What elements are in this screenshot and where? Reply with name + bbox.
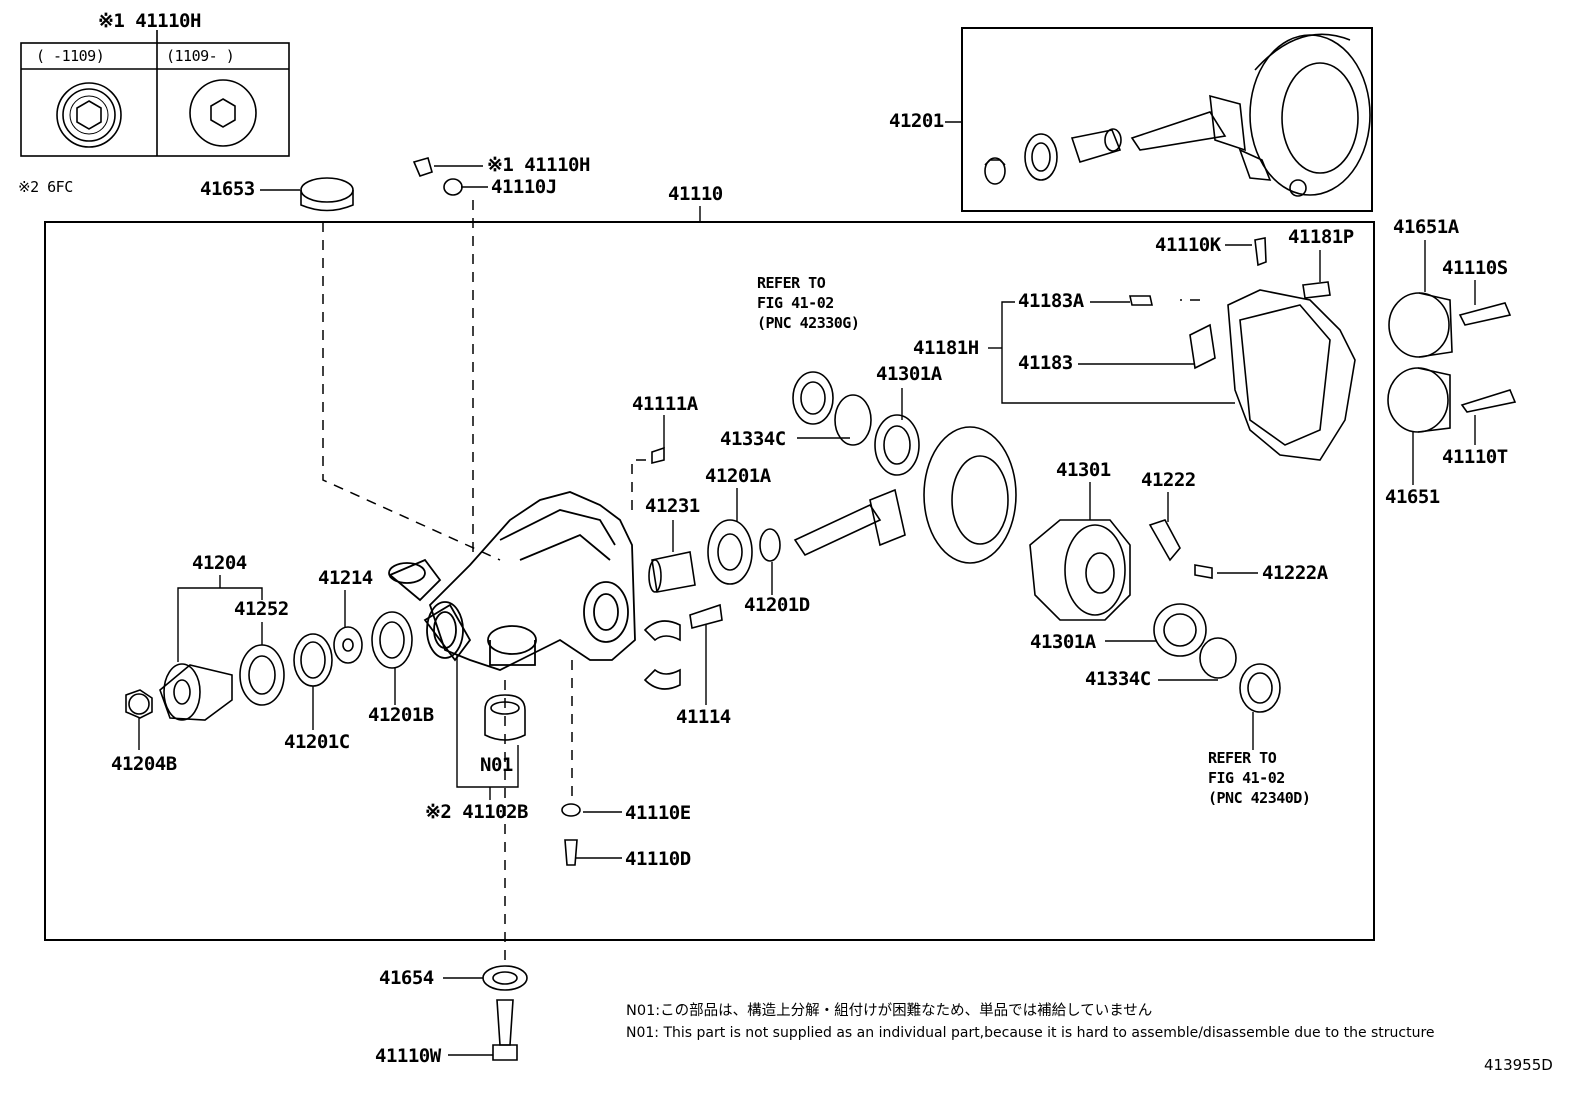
diff-case-parts [1029,519,1281,713]
top-small-parts [300,157,581,1061]
part-41201A[interactable]: 41201A [705,465,771,487]
inset-col-right: (1109- ) [166,47,235,65]
part-41111A[interactable]: 41111A [632,393,698,415]
part-41653[interactable]: 41653 [200,178,255,200]
part-41114[interactable]: 41114 [676,706,731,728]
part-41110K[interactable]: 41110K [1155,234,1221,256]
part-41110H[interactable]: ※1 41110H [487,154,590,176]
part-41201B[interactable]: 41201B [368,704,434,726]
gear-kit-frame [961,27,1373,212]
part-41110[interactable]: 41110 [668,183,723,205]
refer-top-3[interactable]: (PNC 42330G) [757,314,860,332]
part-41214[interactable]: 41214 [318,567,373,589]
part-41654[interactable]: 41654 [379,967,434,989]
refer-top-2: FIG 41-02 [757,294,834,312]
drain-plug-inset [20,30,290,157]
part-41110E[interactable]: 41110E [625,802,691,824]
refer-top-1: REFER TO [757,274,826,292]
part-41181P[interactable]: 41181P [1288,226,1354,248]
ring-pinion-kit-drawing [984,33,1371,197]
main-assembly-frame [44,221,1375,941]
part-41222[interactable]: 41222 [1141,469,1196,491]
part-41110W[interactable]: 41110W [375,1045,441,1067]
part-41102B[interactable]: ※2 41102B [425,801,528,823]
rear-cover-drawing [1129,237,1356,461]
note-n01-english: N01: This part is not supplied as an ind… [626,1025,1435,1041]
pinion-parts [643,371,1017,690]
part-41301[interactable]: 41301 [1056,459,1111,481]
carrier-housing-drawing [388,491,636,671]
part-N01[interactable]: N01 [480,754,513,776]
part-41231[interactable]: 41231 [645,495,700,517]
part-41651[interactable]: 41651 [1385,486,1440,508]
part-41334C-top[interactable]: 41334C [720,428,786,450]
left-shaft-parts [125,611,526,741]
part-41181H[interactable]: 41181H [913,337,979,359]
part-41110D[interactable]: 41110D [625,848,691,870]
side-caps [1387,292,1517,433]
part-41651A[interactable]: 41651A [1393,216,1459,238]
dashed-guides [322,200,1200,960]
refer-bottom-2: FIG 41-02 [1208,769,1285,787]
part-41183A[interactable]: 41183A [1018,290,1084,312]
part-41110S[interactable]: 41110S [1442,257,1508,279]
part-41201[interactable]: 41201 [889,110,944,132]
footnote-6fc: ※2 6FC [18,178,73,196]
part-41110J[interactable]: 41110J [491,176,557,198]
inset-ref-41110H[interactable]: ※1 41110H [98,10,201,32]
part-41201D[interactable]: 41201D [744,594,810,616]
part-41110T[interactable]: 41110T [1442,446,1508,468]
inset-col-left: ( -1109) [36,47,105,65]
part-41252[interactable]: 41252 [234,598,289,620]
note-n01-japanese: N01:この部品は、構造上分解・組付けが困難なため、単品では補給していません [626,1003,1153,1019]
part-41201C[interactable]: 41201C [284,731,350,753]
part-41222A[interactable]: 41222A [1262,562,1328,584]
refer-bottom-3[interactable]: (PNC 42340D) [1208,789,1311,807]
refer-bottom-1: REFER TO [1208,749,1277,767]
part-41204B[interactable]: 41204B [111,753,177,775]
part-41301A-top[interactable]: 41301A [876,363,942,385]
part-41183[interactable]: 41183 [1018,352,1073,374]
diagram-id: 413955D [1484,1056,1553,1074]
leader-lines [138,121,1476,1056]
part-41301A-bottom[interactable]: 41301A [1030,631,1096,653]
part-41204[interactable]: 41204 [192,552,247,574]
part-41334C-bottom[interactable]: 41334C [1085,668,1151,690]
